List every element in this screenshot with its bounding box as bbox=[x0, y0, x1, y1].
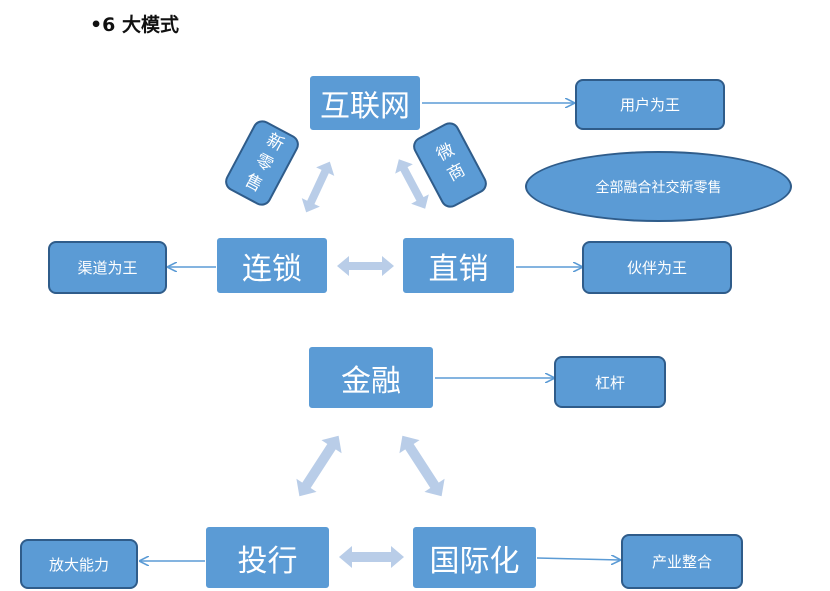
double-arrow-ib-intl bbox=[339, 546, 404, 568]
double-arrow-finance-intl bbox=[399, 435, 445, 497]
amplify-box: 放大能力 bbox=[20, 539, 138, 589]
integration-box: 产业整合 bbox=[621, 534, 743, 589]
double-arrow-chain-direct bbox=[337, 256, 394, 276]
internationalization-box: 国际化 bbox=[413, 527, 536, 588]
leverage-box: 杠杆 bbox=[554, 356, 666, 408]
double-arrow-internet-direct bbox=[395, 159, 429, 209]
channel-king-box: 渠道为王 bbox=[48, 241, 167, 294]
partner-king-box: 伙伴为王 bbox=[582, 241, 732, 294]
finance-box: 金融 bbox=[309, 347, 433, 408]
user-king-box: 用户为王 bbox=[575, 79, 725, 130]
double-arrow-finance-ib bbox=[296, 435, 342, 497]
investment-banking-box: 投行 bbox=[206, 527, 329, 588]
chain-box: 连锁 bbox=[217, 238, 327, 293]
direct-box: 直销 bbox=[403, 238, 514, 293]
fusion-ellipse: 全部融合社交新零售 bbox=[525, 151, 792, 222]
page-title: •6 大模式 bbox=[90, 14, 179, 36]
double-arrow-internet-chain bbox=[301, 161, 335, 213]
arrow-intl-to-integration bbox=[536, 558, 620, 560]
internet-box: 互联网 bbox=[310, 76, 420, 130]
